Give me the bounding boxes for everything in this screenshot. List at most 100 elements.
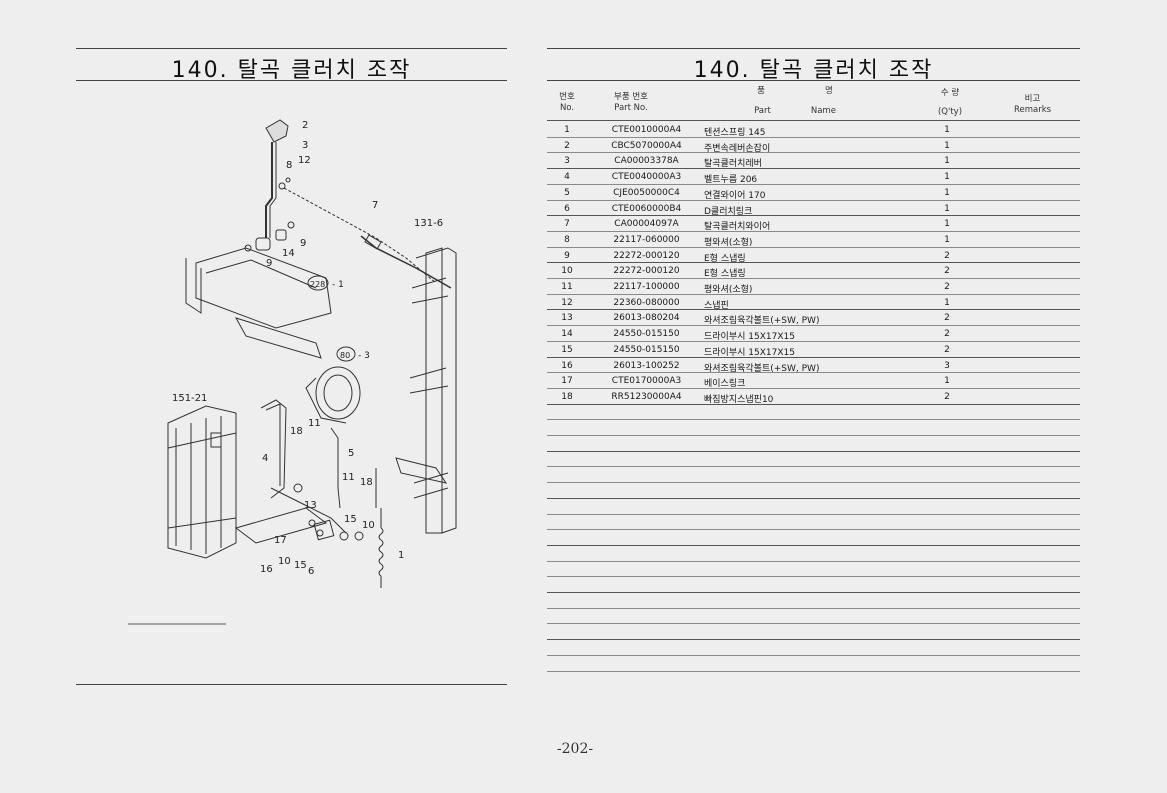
cell-name: 드라이부시 15X17X15 xyxy=(704,332,795,343)
cell-no: 17 xyxy=(561,376,573,387)
table-row: 2 CBC5070000A4 주변속레버손잡이 1 xyxy=(547,138,1080,154)
callout-18a: 18 xyxy=(290,426,303,437)
left-bottom-rule xyxy=(76,684,507,685)
row-rule xyxy=(547,262,1080,264)
cell-no: 12 xyxy=(561,297,573,308)
cell-part: CJE0050000C4 xyxy=(613,187,680,198)
callout-228: 228 xyxy=(310,280,325,289)
cell-qty: 1 xyxy=(944,172,950,183)
row-rule xyxy=(547,435,1080,436)
cell-name: 주변속레버손잡이 xyxy=(704,143,771,154)
row-rule xyxy=(547,403,1080,405)
cell-part: 22272-000120 xyxy=(613,250,680,261)
callout-14: 14 xyxy=(282,248,295,259)
cell-part: CA00004097A xyxy=(614,219,679,230)
exploded-parts-diagram: 2 3 8 12 7 131-6 9 14 9 228 - 1 80 - 3 1… xyxy=(128,119,457,625)
cell-part: CTE0010000A4 xyxy=(611,125,682,135)
cell-part: 24550-015150 xyxy=(613,329,680,340)
row-rule xyxy=(547,419,1080,421)
callout-131-6: 131-6 xyxy=(414,218,443,229)
callout-7: 7 xyxy=(372,200,378,211)
row-rule xyxy=(547,387,1080,389)
callout-13: 13 xyxy=(304,500,317,511)
cell-part: CBC5070000A4 xyxy=(611,140,682,151)
cell-qty: 1 xyxy=(944,234,950,245)
cell-qty: 3 xyxy=(944,360,950,371)
callout-11a: 11 xyxy=(308,418,321,429)
callout-2: 2 xyxy=(302,120,308,131)
row-rule xyxy=(547,372,1080,374)
cell-no: 14 xyxy=(561,329,573,340)
cell-part: CTE0170000A3 xyxy=(611,376,682,387)
cell-qty: 1 xyxy=(944,140,950,151)
row-rule xyxy=(547,654,1080,656)
cell-no: 2 xyxy=(564,140,570,151)
callout-3: 3 xyxy=(302,140,308,151)
cell-qty: 2 xyxy=(944,250,950,261)
row-rule xyxy=(547,230,1080,232)
page-number: -202- xyxy=(556,741,594,757)
row-rule xyxy=(547,607,1080,609)
callout-10b: 10 xyxy=(278,556,291,567)
cell-no: 13 xyxy=(561,313,573,324)
callout-18b: 18 xyxy=(360,477,373,488)
row-rule xyxy=(547,340,1080,342)
cell-no: 18 xyxy=(561,391,573,402)
row-rule xyxy=(547,199,1080,201)
callout-80: 80 xyxy=(340,351,350,360)
cell-no: 8 xyxy=(564,234,570,245)
callout-5: 5 xyxy=(348,448,354,459)
header-qty: 수 량(Q'ty) xyxy=(937,88,963,117)
cell-name: 평와셔(소형) xyxy=(704,237,753,248)
left-title-top-rule xyxy=(76,48,507,49)
row-rule xyxy=(547,529,1080,531)
cell-name: 탈곡클러치레버 xyxy=(704,159,762,170)
cell-qty: 2 xyxy=(944,329,950,340)
row-rule xyxy=(547,152,1080,154)
cell-qty: 2 xyxy=(944,266,950,277)
row-rule xyxy=(547,450,1080,452)
cell-part: CA00003378A xyxy=(614,156,679,167)
callout-80-suffix: - 3 xyxy=(358,351,370,361)
cell-part: CTE0040000A3 xyxy=(611,172,682,183)
callout-228-suffix: - 1 xyxy=(332,280,344,290)
row-rule xyxy=(547,183,1080,185)
cell-qty: 2 xyxy=(944,391,950,402)
row-rule xyxy=(547,356,1080,358)
cell-name: 스냅핀 xyxy=(704,300,729,311)
callout-8: 8 xyxy=(286,160,292,171)
callout-9a: 9 xyxy=(300,238,306,249)
callout-6: 6 xyxy=(308,566,314,577)
cell-name: 탈곡클러치와이어 xyxy=(704,222,771,233)
cell-part: CTE0060000B4 xyxy=(611,203,682,214)
row-rule xyxy=(547,246,1080,248)
cell-part: 22117-060000 xyxy=(613,234,680,245)
left-title-bottom-rule xyxy=(76,80,507,81)
cell-no: 1 xyxy=(564,125,570,135)
callout-10a: 10 xyxy=(362,520,375,531)
cell-name: 와셔조림육각볼트(+SW, PW) xyxy=(704,363,820,374)
cell-name: 와셔조림육각볼트(+SW, PW) xyxy=(704,316,820,327)
cell-name: 벨트누름 206 xyxy=(704,175,758,186)
cell-no: 15 xyxy=(561,344,573,355)
row-rule xyxy=(547,497,1080,499)
cell-name: 텐션스프링 145 xyxy=(704,128,766,138)
table-row: 14 24550-015150 드라이부시 15X17X15 2 xyxy=(547,326,1080,342)
row-rule xyxy=(547,293,1080,295)
row-rule xyxy=(547,325,1080,327)
header-bottom-rule xyxy=(547,120,1080,121)
cell-no: 5 xyxy=(564,187,570,198)
